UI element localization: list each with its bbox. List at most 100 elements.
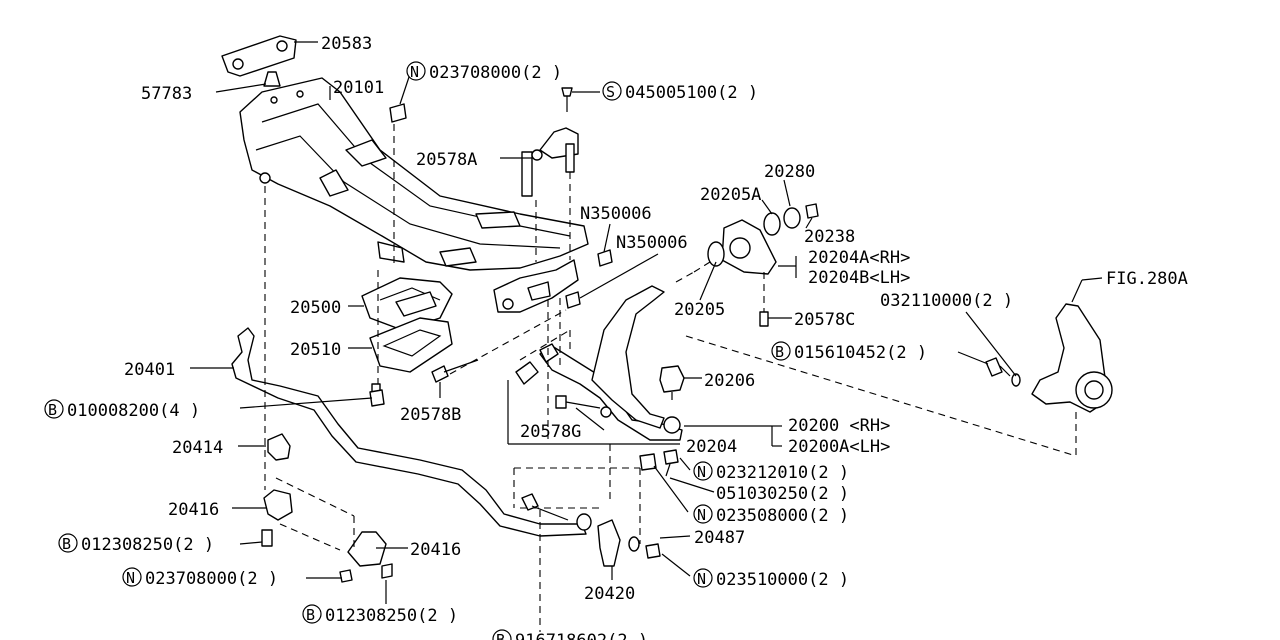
svg-text:051030250(2 ): 051030250(2 ) [716, 484, 849, 504]
svg-text:012308250(2 ): 012308250(2 ) [325, 606, 458, 626]
svg-text:20583: 20583 [321, 34, 372, 54]
label-20578a[interactable]: 20578A [416, 150, 477, 170]
label-20200[interactable]: 20200 <RH> [788, 416, 890, 436]
svg-text:20578C: 20578C [794, 310, 855, 330]
label-20583[interactable]: 20583 [321, 34, 372, 54]
svg-text:20204A<RH>: 20204A<RH> [808, 248, 910, 268]
label-045005100[interactable]: S 045005100(2 ) [602, 81, 758, 103]
label-20205[interactable]: 20205 [674, 300, 725, 320]
label-20200a[interactable]: 20200A<LH> [788, 437, 890, 457]
nut-n350006 [565, 249, 613, 309]
svg-text:B: B [306, 606, 315, 624]
svg-text:57783: 57783 [141, 84, 192, 104]
svg-text:S: S [606, 83, 615, 101]
mount-20500 [361, 277, 453, 331]
svg-text:023510000(2 ): 023510000(2 ) [716, 570, 849, 590]
label-032110000[interactable]: 032110000(2 ) [880, 291, 1013, 311]
bolt-010008200 [369, 389, 385, 407]
svg-text:20204: 20204 [686, 437, 737, 457]
bushing-20204 [707, 203, 819, 327]
label-20578g[interactable]: 20578G [520, 422, 581, 442]
label-012308250-left[interactable]: B 012308250(2 ) [58, 533, 214, 555]
svg-text:N: N [697, 506, 706, 524]
svg-text:20238: 20238 [804, 227, 855, 247]
svg-text:20205A: 20205A [700, 185, 761, 205]
label-20204a[interactable]: 20204A<RH> [808, 248, 910, 268]
bushing-20414 [267, 433, 291, 461]
label-20578c[interactable]: 20578C [794, 310, 855, 330]
label-fig280a[interactable]: FIG.280A [1106, 269, 1188, 289]
svg-text:015610452(2 ): 015610452(2 ) [794, 343, 927, 363]
svg-text:B: B [62, 535, 71, 553]
svg-text:20578G: 20578G [520, 422, 581, 442]
svg-text:023212010(2 ): 023212010(2 ) [716, 463, 849, 483]
svg-text:023708000(2 ): 023708000(2 ) [145, 569, 278, 589]
label-57783[interactable]: 57783 [141, 84, 192, 104]
svg-text:20420: 20420 [584, 584, 635, 604]
svg-text:023508000(2 ): 023508000(2 ) [716, 506, 849, 526]
label-n350006-1[interactable]: N350006 [580, 204, 652, 224]
bracket-20583 [221, 35, 297, 77]
label-20205a[interactable]: 20205A [700, 185, 761, 205]
bracket-20578a [521, 87, 579, 197]
label-20500[interactable]: 20500 [290, 298, 341, 318]
label-010008200[interactable]: B 010008200(4 ) [44, 399, 200, 421]
label-n350006-2[interactable]: N350006 [616, 233, 688, 253]
svg-text:20578A: 20578A [416, 150, 477, 170]
label-20206[interactable]: 20206 [704, 371, 755, 391]
label-20487[interactable]: 20487 [694, 528, 745, 548]
label-20101[interactable]: 20101 [333, 78, 384, 98]
bolt-20578g [555, 395, 601, 409]
svg-text:032110000(2 ): 032110000(2 ) [880, 291, 1013, 311]
label-20416-right[interactable]: 20416 [410, 540, 461, 560]
label-20238[interactable]: 20238 [804, 227, 855, 247]
label-023212010[interactable]: N 023212010(2 ) [693, 461, 849, 483]
label-20578b[interactable]: 20578B [400, 405, 461, 425]
svg-text:023708000(2 ): 023708000(2 ) [429, 63, 562, 83]
label-015610452[interactable]: B 015610452(2 ) [771, 341, 927, 363]
svg-text:916718602(2 ): 916718602(2 ) [515, 631, 648, 640]
assembly-dash-lines [264, 124, 1077, 632]
label-012308250-bottom[interactable]: B 012308250(2 ) [302, 604, 458, 626]
link-20420 [521, 493, 661, 567]
svg-text:B: B [775, 343, 784, 361]
svg-text:20416: 20416 [168, 500, 219, 520]
svg-text:20101: 20101 [333, 78, 384, 98]
label-20204[interactable]: 20204 [686, 437, 737, 457]
label-20204b[interactable]: 20204B<LH> [808, 268, 910, 288]
clip-57783 [263, 71, 281, 87]
leader-lines [190, 41, 1103, 604]
svg-text:N: N [697, 570, 706, 588]
label-20510[interactable]: 20510 [290, 340, 341, 360]
clamp-20416-left [261, 489, 293, 547]
svg-text:20200 <RH>: 20200 <RH> [788, 416, 890, 436]
svg-text:045005100(2 ): 045005100(2 ) [625, 83, 758, 103]
svg-text:20205: 20205 [674, 300, 725, 320]
label-023708000-top[interactable]: N 023708000(2 ) [406, 61, 562, 83]
svg-text:N: N [410, 63, 419, 81]
svg-text:N350006: N350006 [616, 233, 688, 253]
knuckle-fig280a [985, 303, 1113, 413]
nut-023708000-top [389, 103, 407, 123]
fasteners-lower [639, 449, 679, 477]
label-051030250[interactable]: 051030250(2 ) [716, 484, 849, 504]
lower-arm [515, 285, 683, 441]
label-916718602[interactable]: B 916718602(2 ) [492, 629, 648, 640]
svg-text:N350006: N350006 [580, 204, 652, 224]
svg-text:20204B<LH>: 20204B<LH> [808, 268, 910, 288]
svg-text:20416: 20416 [410, 540, 461, 560]
label-023510000[interactable]: N 023510000(2 ) [693, 568, 849, 590]
label-20280[interactable]: 20280 [764, 162, 815, 182]
label-20414[interactable]: 20414 [172, 438, 223, 458]
label-20416-left[interactable]: 20416 [168, 500, 219, 520]
svg-text:20280: 20280 [764, 162, 815, 182]
label-023508000[interactable]: N 023508000(2 ) [693, 504, 849, 526]
label-20401[interactable]: 20401 [124, 360, 175, 380]
label-20420[interactable]: 20420 [584, 584, 635, 604]
svg-text:B: B [48, 401, 57, 419]
svg-text:20578B: 20578B [400, 405, 461, 425]
balljoint-20206 [659, 365, 685, 400]
label-023708000-bottom[interactable]: N 023708000(2 ) [122, 567, 278, 589]
svg-text:N: N [697, 463, 706, 481]
